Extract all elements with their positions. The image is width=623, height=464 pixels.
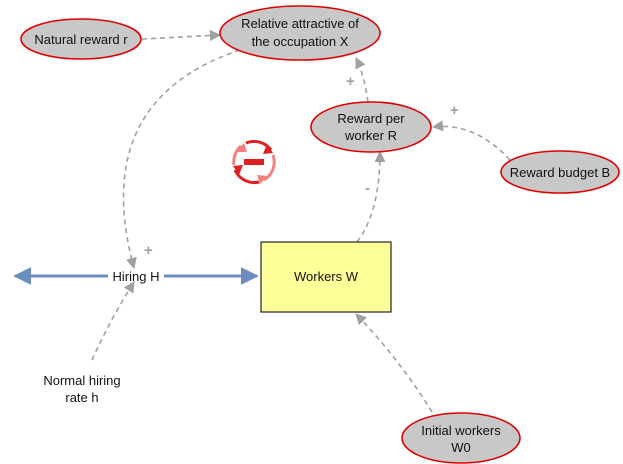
aux-reward-per-worker-line1: Reward per (337, 111, 405, 126)
aux-reward-per-worker[interactable]: Reward per worker R (310, 101, 432, 153)
sign-attractiveness-to-hiring: + (144, 242, 153, 259)
aux-relative-attractiveness-line1: Relative attractive of (241, 16, 359, 31)
link-normal-rate-to-hiring (91, 281, 135, 361)
stock-box (260, 241, 392, 313)
stock-label: Workers W (294, 269, 359, 284)
aux-reward-budget-label: Reward budget B (510, 165, 610, 180)
link-workers-to-reward-per-worker (356, 150, 386, 243)
stock-workers[interactable]: Workers W (260, 241, 392, 313)
causal-links (91, 29, 511, 413)
aux-natural-reward[interactable]: Natural reward r (20, 18, 142, 60)
aux-initial-workers[interactable]: Initial workers W0 (401, 412, 521, 464)
aux-reward-budget[interactable]: Reward budget B (500, 150, 620, 194)
aux-relative-attractiveness[interactable]: Relative attractive of the occupation X (219, 5, 381, 61)
aux-initial-workers-line1: Initial workers (421, 423, 501, 438)
link-initial-workers-to-workers (355, 313, 433, 413)
link-natural-reward-to-attractiveness (141, 29, 222, 42)
flow-label-hiring: Hiring H (113, 269, 160, 284)
balancing-loop-icon (232, 139, 276, 185)
link-reward-budget-to-reward-per-worker (431, 120, 511, 161)
var-normal-hiring-rate-line2: rate h (65, 390, 98, 405)
minus-sign-icon (244, 159, 264, 165)
aux-initial-workers-line2: W0 (451, 440, 471, 455)
aux-relative-attractiveness-line2: the occupation X (252, 34, 349, 49)
sign-budget-to-reward-per-worker: + (450, 102, 459, 119)
var-normal-hiring-rate[interactable]: Normal hiring rate h (43, 373, 120, 405)
var-normal-hiring-rate-line1: Normal hiring (43, 373, 120, 388)
link-attractiveness-to-hiring (122, 49, 241, 270)
aux-natural-reward-label: Natural reward r (34, 32, 128, 47)
hiring-flow: Hiring H (13, 267, 259, 285)
sign-reward-per-worker-to-attractiveness: + (346, 73, 355, 90)
aux-reward-per-worker-line2: worker R (344, 128, 397, 143)
link-reward-per-worker-to-attractiveness (355, 56, 369, 103)
sign-workers-to-reward-per-worker: - (365, 180, 370, 197)
